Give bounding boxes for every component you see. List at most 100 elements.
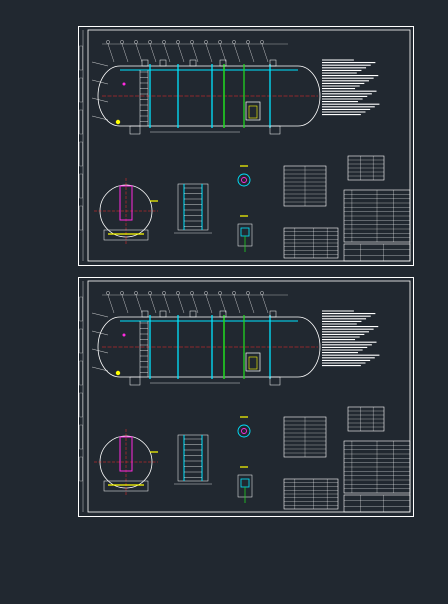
margin-title-box (79, 360, 83, 386)
leader-line (163, 294, 171, 314)
top-nozzle (141, 59, 149, 67)
item-balloon (218, 40, 222, 44)
margin-title-box (79, 456, 83, 482)
side-leader-line (91, 312, 109, 318)
manhole-cover (248, 105, 258, 119)
clamp-detail-body (240, 227, 250, 237)
item-balloon (120, 291, 124, 295)
ladder-detail (174, 434, 212, 485)
leader-line (121, 43, 129, 63)
top-nozzle (189, 59, 197, 67)
leader-line (149, 294, 157, 314)
margin-title-box (79, 392, 83, 418)
item-balloon (148, 291, 152, 295)
leader-line (191, 294, 199, 314)
vessel-end-view (94, 429, 158, 495)
leader-line (205, 294, 213, 314)
top-nozzle (219, 310, 227, 318)
drawing-sheet-2[interactable] (78, 277, 414, 517)
item-balloon (246, 40, 250, 44)
item-balloon (162, 291, 166, 295)
item-balloon (134, 291, 138, 295)
leader-line (135, 43, 143, 63)
vessel-end-view (94, 178, 158, 244)
leader-line (261, 294, 269, 314)
title-block-border (343, 243, 411, 262)
side-leader-line (91, 97, 109, 103)
manhole-frame (245, 352, 261, 372)
flag-marker (122, 82, 126, 86)
flange-detail-inner (241, 177, 247, 183)
clamp-detail-body (240, 478, 250, 488)
leader-line (149, 43, 157, 63)
leader-line (177, 294, 185, 314)
leader-line (107, 43, 115, 63)
drain-marker (115, 370, 121, 376)
flag-marker (122, 333, 126, 337)
saddle-support-left (129, 376, 141, 386)
vessel-elevation-view (91, 291, 321, 386)
top-nozzle (159, 59, 167, 67)
item-balloon (106, 40, 110, 44)
item-balloon (246, 291, 250, 295)
side-leader-line (91, 348, 109, 354)
top-nozzle (159, 310, 167, 318)
saddle-support-left (129, 125, 141, 135)
sheet-outer-frame (78, 277, 414, 517)
item-balloon (260, 291, 264, 295)
leader-line (219, 294, 227, 314)
flange-detail-outer (237, 173, 251, 187)
side-leader-line (91, 79, 109, 85)
tables-and-notes (283, 310, 411, 513)
item-balloon (218, 291, 222, 295)
side-leader-line (91, 115, 109, 121)
margin-title-box (79, 45, 83, 71)
title-block-border (343, 494, 411, 513)
nozzle-details (237, 165, 253, 252)
top-nozzle (189, 310, 197, 318)
vessel-elevation-view (91, 40, 321, 135)
leader-line (261, 43, 269, 63)
end-view-ladder (119, 185, 133, 221)
item-balloon (176, 40, 180, 44)
ladder-detail-frame (177, 183, 209, 231)
margin-title-box (79, 173, 83, 199)
item-balloon (134, 40, 138, 44)
manhole-cover (248, 356, 258, 370)
leader-line (247, 43, 255, 63)
end-view-saddle (103, 480, 149, 492)
vessel-shell (97, 316, 321, 378)
leader-line (163, 43, 171, 63)
top-nozzle (141, 310, 149, 318)
leader-line (233, 43, 241, 63)
top-nozzle (219, 59, 227, 67)
side-leader-line (91, 330, 109, 336)
tables-and-notes (283, 59, 411, 262)
leader-line (121, 294, 129, 314)
ladder-detail (174, 183, 212, 234)
sheet-inner-frame (87, 280, 411, 513)
ladder-detail-frame (177, 434, 209, 482)
manhole-frame (245, 101, 261, 121)
drain-marker (115, 119, 121, 125)
item-balloon (232, 40, 236, 44)
leader-line (191, 43, 199, 63)
side-leader-line (91, 366, 109, 372)
top-nozzle (269, 310, 277, 318)
margin-title-box (79, 424, 83, 450)
item-balloon (204, 40, 208, 44)
leader-line (177, 43, 185, 63)
sheet-outer-frame (78, 26, 414, 266)
item-balloon (204, 291, 208, 295)
drawing-sheet-1[interactable] (78, 26, 414, 266)
leader-line (135, 294, 143, 314)
item-balloon (176, 291, 180, 295)
saddle-support-right (269, 376, 281, 386)
end-view-saddle (103, 229, 149, 241)
flange-detail-inner (241, 428, 247, 434)
leader-line (219, 43, 227, 63)
top-nozzle (269, 59, 277, 67)
leader-line (247, 294, 255, 314)
margin-title-box (79, 109, 83, 135)
